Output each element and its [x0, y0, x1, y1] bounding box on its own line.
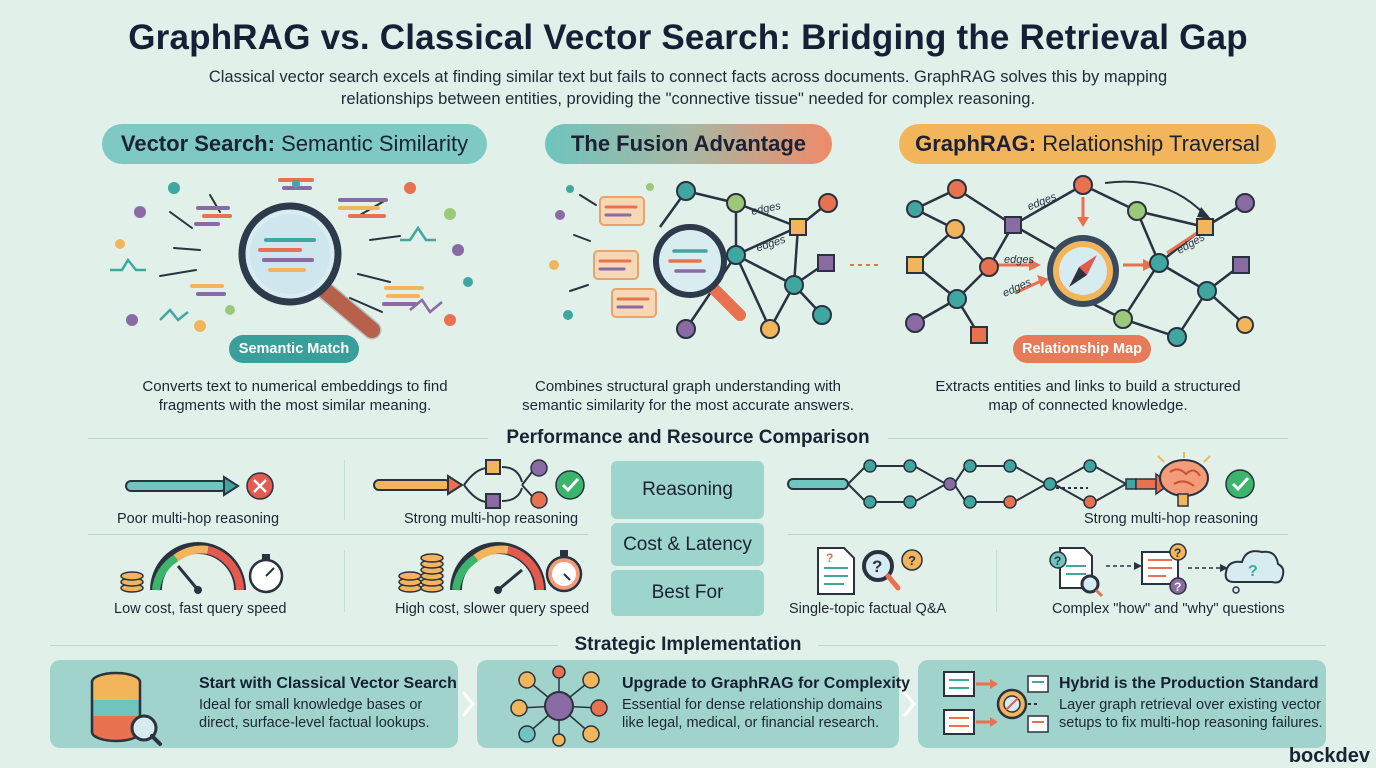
graphrag-pill: GraphRAG: Relationship Traversal: [899, 124, 1276, 164]
graph-pill-bold: GraphRAG:: [915, 131, 1037, 156]
vector-search-illustration: [110, 178, 473, 340]
vector-reasoning-arrow-icon: [125, 472, 274, 500]
chevron-right-icon: [902, 691, 916, 717]
strategy-heading: Strategic Implementation: [574, 634, 802, 655]
strategy-card-vector-line2: direct, surface-level factual lookups.: [199, 715, 430, 731]
strategy-card-graphrag-line2: like legal, medical, or financial resear…: [622, 715, 880, 731]
vector-pill-bold: Vector Search:: [120, 131, 275, 156]
fusion-cost-gauge-icon: [398, 542, 583, 594]
svg-text:?: ?: [872, 557, 882, 576]
best-for-box: Best For: [611, 570, 764, 616]
brand-watermark: bockdev: [1288, 745, 1370, 767]
vector-caption: Converts text to numerical embeddings to…: [142, 378, 448, 414]
graph-edge-label-2: edges: [1004, 254, 1034, 266]
complex-questions-label: Complex "how" and "why" questions: [1052, 601, 1285, 617]
fusion-cost-label: High cost, slower query speed: [395, 601, 590, 617]
graphrag-illustration: [905, 175, 1255, 347]
graph-reasoning-label: Strong multi-hop reasoning: [1084, 511, 1259, 527]
svg-text:?: ?: [1248, 563, 1258, 580]
vector-cost-gauge-icon: [120, 542, 284, 594]
fusion-reasoning-label: Strong multi-hop reasoning: [404, 511, 579, 527]
complex-questions-icon: ? ? ? ?: [1049, 543, 1285, 598]
semantic-match-badge: Semantic Match: [229, 335, 359, 363]
page-subtitle: Classical vector search excels at findin…: [208, 68, 1168, 108]
page-title: GraphRAG vs. Classical Vector Search: Br…: [128, 18, 1248, 57]
graph-pill-rest: Relationship Traversal: [1036, 131, 1260, 156]
strategy-card-vector: Start with Classical Vector Search Ideal…: [50, 660, 458, 748]
relationship-map-badge: Relationship Map: [1013, 335, 1151, 363]
fusion-advantage-pill: The Fusion Advantage: [545, 124, 832, 164]
graph-caption: Extracts entities and links to build a s…: [935, 378, 1241, 414]
strategy-card-graphrag-line1: Essential for dense relationship domains: [622, 697, 883, 713]
vector-pill-rest: Semantic Similarity: [274, 131, 469, 156]
strategy-card-hybrid-line2: setups to fix multi-hop reasoning failur…: [1059, 715, 1323, 731]
strategy-card-vector-line1: Ideal for small knowledge bases or: [199, 697, 423, 713]
database-search-icon: [90, 671, 162, 746]
svg-text:?: ?: [1054, 554, 1061, 568]
svg-text:?: ?: [1174, 546, 1181, 560]
strategy-card-vector-title: Start with Classical Vector Search: [199, 675, 457, 692]
cost-latency-box: Cost & Latency: [611, 523, 764, 566]
graph-reasoning-icon: [787, 452, 1255, 509]
svg-text:?: ?: [908, 553, 916, 568]
performance-heading: Performance and Resource Comparison: [506, 427, 870, 448]
vector-search-pill: Vector Search: Semantic Similarity: [102, 124, 487, 164]
vector-cost-label: Low cost, fast query speed: [114, 601, 287, 617]
strategy-card-hybrid-line1: Layer graph retrieval over existing vect…: [1059, 697, 1321, 713]
fusion-reasoning-icon: [373, 459, 585, 509]
fusion-illustration: [549, 181, 880, 339]
strategy-card-graphrag: Upgrade to GraphRAG for Complexity Essen…: [477, 660, 910, 748]
strategy-card-graphrag-title: Upgrade to GraphRAG for Complexity: [622, 675, 911, 692]
single-topic-label: Single-topic factual Q&A: [789, 601, 947, 617]
fusion-caption: Combines structural graph understanding …: [522, 378, 854, 414]
vector-reasoning-label: Poor multi-hop reasoning: [117, 511, 280, 527]
strategy-card-hybrid-title: Hybrid is the Production Standard: [1059, 675, 1319, 692]
hybrid-layers-icon: [943, 671, 1049, 735]
domain-network-icon: [510, 665, 608, 747]
reasoning-box: Reasoning: [611, 461, 764, 519]
svg-text:?: ?: [1174, 580, 1181, 594]
svg-text:?: ?: [826, 551, 833, 565]
fusion-pill-bold: The Fusion Advantage: [570, 131, 807, 156]
single-topic-qa-icon: ? ? ?: [817, 547, 923, 595]
chevron-right-icon: [461, 691, 475, 717]
strategy-card-hybrid: Hybrid is the Production Standard Layer …: [918, 660, 1326, 748]
